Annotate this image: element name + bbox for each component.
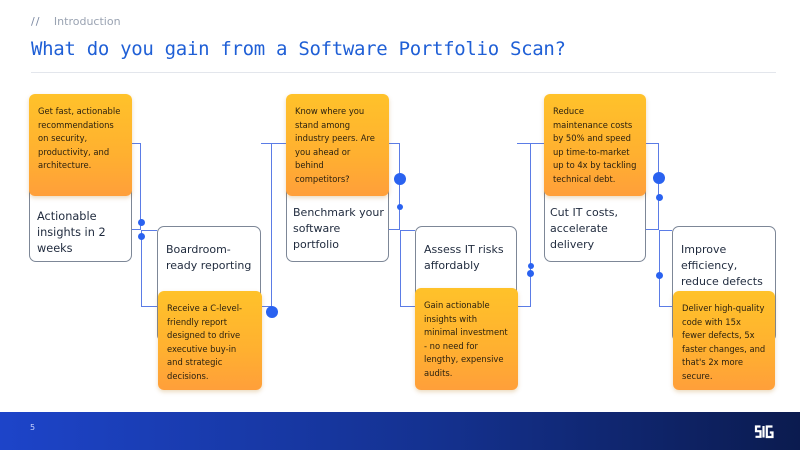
- connector-dot: [656, 194, 663, 201]
- connector-3: [261, 143, 272, 307]
- connector-dot: [138, 219, 145, 226]
- step-label: Improve efficiency, reduce defects: [681, 243, 763, 288]
- step-label: Boardroom-ready reporting: [166, 243, 252, 272]
- connector-9: [645, 143, 659, 230]
- sig-logo: [753, 424, 775, 444]
- connector-dot: [527, 270, 534, 277]
- breadcrumb: // Introduction: [31, 15, 121, 28]
- connector-8: [531, 143, 544, 144]
- connector-1: [131, 143, 141, 230]
- page-title: What do you gain from a Software Portfol…: [31, 38, 566, 60]
- connector-dot: [394, 173, 406, 185]
- step-detail-note-6: Deliver high-quality code with 15x fewer…: [673, 291, 775, 390]
- step-detail-note-5: Reduce maintenance costs by 50% and spee…: [544, 94, 646, 196]
- step-detail-note-1: Get fast, actionable recommendations on …: [29, 94, 132, 196]
- step-label: Cut IT costs, accelerate delivery: [550, 206, 618, 251]
- page-number: 5: [30, 423, 36, 432]
- step-label: Assess IT risks affordably: [424, 243, 504, 272]
- breadcrumb-label: Introduction: [53, 15, 121, 28]
- step-detail-note-2: Receive a C-level-friendly report design…: [158, 291, 262, 390]
- connector-dot: [138, 233, 145, 240]
- connector-4: [272, 143, 286, 144]
- footer-bar: [0, 412, 800, 450]
- connector-7: [517, 143, 531, 307]
- connector-dot: [266, 306, 278, 318]
- connector-5: [389, 143, 400, 230]
- breadcrumb-mark: //: [31, 15, 41, 28]
- title-divider: [31, 72, 776, 73]
- step-detail-note-4: Gain actionable insights with minimal in…: [415, 288, 518, 390]
- step-detail-note-3: Know where you stand among industry peer…: [286, 94, 389, 196]
- connector-dot: [656, 272, 663, 279]
- connector-dot: [653, 172, 665, 184]
- connector-2: [141, 230, 157, 307]
- connector-10: [659, 230, 672, 307]
- connector-6: [400, 230, 415, 307]
- step-label: Benchmark your software portfolio: [293, 206, 384, 251]
- connector-dot: [397, 204, 403, 210]
- connector-dot: [528, 263, 534, 269]
- step-label: Actionable insights in 2 weeks: [37, 210, 106, 255]
